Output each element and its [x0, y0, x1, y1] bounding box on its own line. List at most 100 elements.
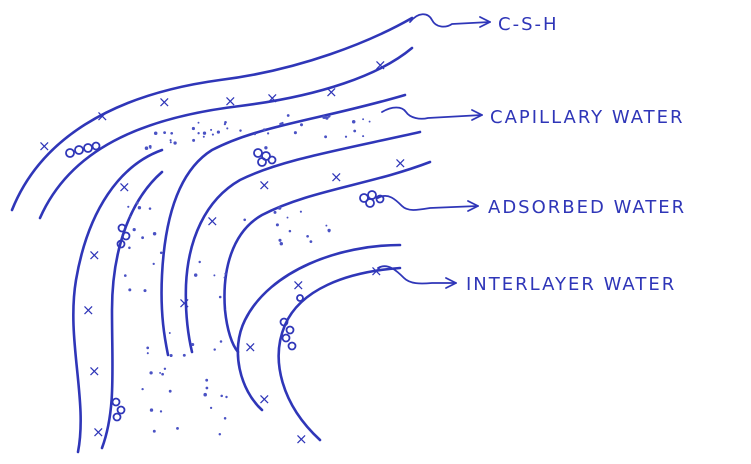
cross-mark: ×: [292, 276, 305, 294]
label-interlayer-callout: INTERLAYER WATER: [378, 266, 676, 295]
capillary-dot: [161, 373, 164, 376]
capillary-dot: [280, 242, 283, 245]
capillary-dot: [173, 141, 176, 144]
cross-mark: ×: [82, 301, 95, 319]
capillary-dot: [224, 417, 227, 420]
capillary-dot: [124, 274, 127, 277]
cross-mark: ×: [330, 168, 343, 186]
cross-mark: ×: [394, 154, 407, 172]
capillary-dot: [194, 273, 197, 276]
cross-mark: ×: [374, 56, 387, 74]
capillary-dot: [133, 228, 136, 231]
cross-mark: ×: [38, 137, 51, 155]
cross-mark: ×: [266, 89, 279, 107]
capillary-dot: [220, 395, 223, 398]
capillary-dot: [130, 216, 132, 218]
cross-mark: ×: [295, 430, 308, 448]
csh-layer-outer: [12, 18, 412, 218]
capillary-dot: [243, 218, 246, 221]
capillary-dot: [170, 354, 173, 357]
capillary-dot: [206, 387, 209, 390]
label-adsorbed-water: ADSORBED WATER: [488, 197, 686, 218]
capillary-dot: [310, 240, 313, 243]
capillary-dot: [127, 206, 129, 208]
capillary-dot: [362, 118, 364, 120]
capillary-dot: [128, 247, 131, 250]
capillary-dot: [267, 132, 269, 134]
capillary-dot: [143, 289, 146, 292]
label-csh: C-S-H: [498, 14, 559, 35]
cross-mark: ×: [244, 338, 257, 356]
capillary-dot: [369, 121, 371, 123]
interlayer-water-crosses: × × × × × × × × × × × × × × × × × × × × …: [38, 56, 407, 448]
capillary-dot: [169, 390, 172, 393]
capillary-dot: [197, 132, 199, 134]
capillary-dot: [141, 236, 144, 239]
capillary-dot: [328, 115, 330, 117]
cross-mark: ×: [92, 423, 105, 441]
capillary-dot: [145, 146, 149, 150]
capillary-dot: [264, 146, 267, 149]
capillary-dot: [274, 211, 277, 214]
capillary-dot: [153, 430, 156, 433]
capillary-dot: [203, 136, 205, 138]
capillary-dot: [325, 225, 327, 227]
capillary-dot: [198, 261, 200, 263]
capillary-dot: [224, 277, 226, 279]
capillary-dot: [225, 396, 227, 398]
capillary-dot: [153, 263, 155, 265]
capillary-dot: [219, 296, 222, 299]
capillary-dot: [153, 232, 156, 235]
capillary-dot: [213, 348, 215, 350]
capillary-dot: [159, 372, 161, 374]
capillary-dot: [287, 114, 290, 117]
capillary-dot: [170, 139, 172, 141]
label-adsorbed-callout: ADSORBED WATER: [378, 196, 686, 218]
capillary-dot: [164, 368, 166, 370]
capillary-dot: [192, 139, 195, 142]
capillary-dot: [150, 408, 153, 411]
label-capillary-callout: CAPILLARY WATER: [382, 107, 685, 128]
capillary-dot: [210, 129, 212, 131]
capillary-dot: [276, 223, 279, 226]
capillary-dot: [128, 288, 131, 291]
capillary-dot: [203, 132, 206, 135]
capillary-dot: [212, 134, 214, 136]
capillary-dot: [210, 407, 212, 409]
capillary-dot: [328, 230, 330, 232]
capillary-dot: [149, 147, 151, 149]
label-interlayer-water: INTERLAYER WATER: [466, 274, 676, 295]
capillary-dot: [213, 274, 215, 276]
capillary-dot: [160, 410, 162, 412]
capillary-dot: [306, 235, 309, 238]
capillary-dot: [224, 123, 226, 125]
capillary-dot: [352, 120, 356, 124]
capillary-dot: [239, 129, 241, 131]
capillary-dot: [192, 127, 195, 130]
capillary-dot: [324, 135, 327, 138]
capillary-dot: [198, 122, 200, 124]
cross-mark: ×: [158, 93, 171, 111]
capillary-dot: [289, 230, 292, 233]
label-capillary-water: CAPILLARY WATER: [490, 107, 685, 128]
cross-mark: ×: [118, 178, 131, 196]
capillary-dot: [163, 131, 166, 134]
capillary-dot: [279, 123, 282, 126]
cross-mark: ×: [206, 212, 219, 230]
cross-mark: ×: [258, 176, 271, 194]
capillary-dot: [220, 340, 223, 343]
cross-mark: ×: [88, 246, 101, 264]
capillary-dot: [219, 433, 221, 435]
capillary-dot: [170, 132, 173, 135]
capillary-dot: [136, 202, 139, 205]
label-csh-callout: C-S-H: [410, 14, 559, 35]
capillary-dot: [278, 206, 282, 210]
capillary-dot: [169, 332, 171, 334]
capillary-dot: [300, 123, 303, 126]
capillary-dot: [170, 141, 172, 143]
capillary-dot: [224, 273, 226, 275]
capillary-dot: [183, 354, 186, 357]
capillary-dot: [345, 136, 347, 138]
capillary-dot: [362, 135, 364, 137]
